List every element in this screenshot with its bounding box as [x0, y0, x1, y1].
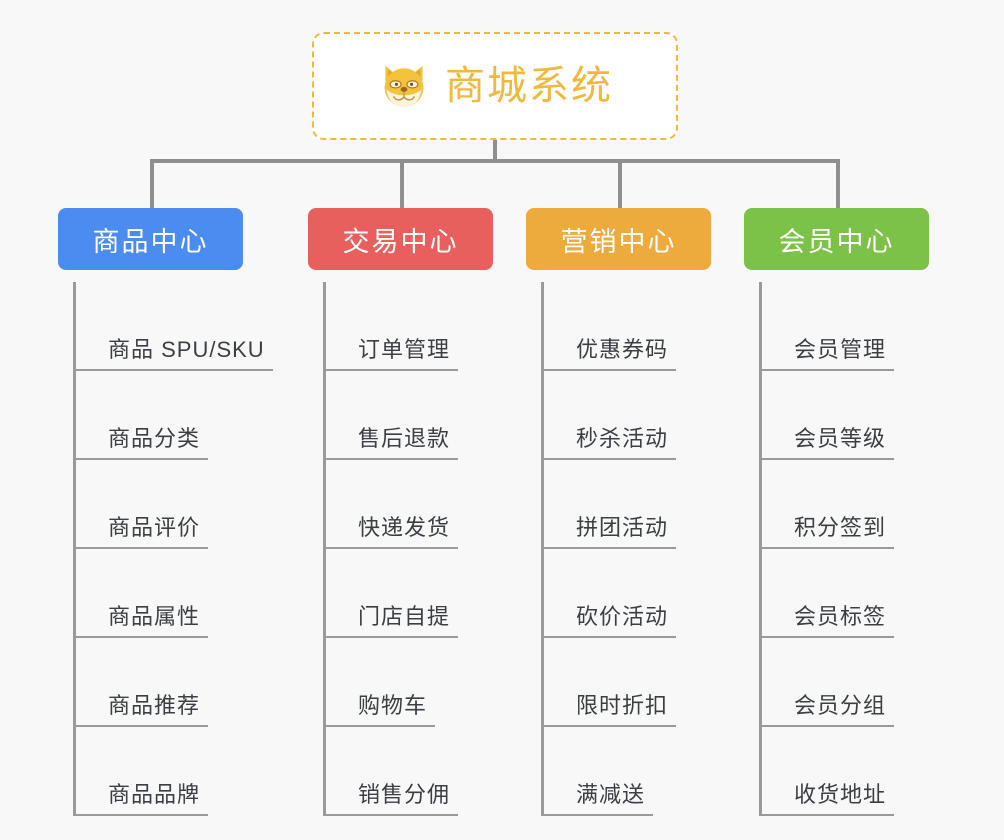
- list-item[interactable]: 会员管理: [762, 282, 929, 371]
- branch-header-product[interactable]: 商品中心: [58, 208, 243, 270]
- leaf-label: 满减送: [544, 782, 654, 816]
- leaf-label: 销售分佣: [326, 782, 459, 816]
- connector-drop-3: [618, 159, 622, 209]
- list-item[interactable]: 商品推荐: [76, 638, 273, 727]
- list-item[interactable]: 会员分组: [762, 638, 929, 727]
- list-item[interactable]: 销售分佣: [326, 727, 493, 816]
- leaf-list-product: 商品 SPU/SKU 商品分类 商品评价 商品属性 商品推荐 商品品牌: [73, 282, 273, 816]
- connector-drop-1: [150, 159, 154, 209]
- leaf-label: 会员标签: [762, 604, 895, 638]
- leaf-label: 收货地址: [762, 782, 895, 816]
- branch-header-marketing[interactable]: 营销中心: [526, 208, 711, 270]
- branch-column-1: 商品中心 商品 SPU/SKU 商品分类 商品评价 商品属性 商品推荐 商品品牌: [58, 208, 273, 816]
- leaf-label: 商品品牌: [76, 782, 209, 816]
- leaf-label: 商品评价: [76, 515, 209, 549]
- leaf-label: 秒杀活动: [544, 426, 677, 460]
- leaf-label: 商品 SPU/SKU: [76, 337, 273, 371]
- connector-drop-2: [400, 159, 404, 209]
- leaf-label: 门店自提: [326, 604, 459, 638]
- list-item[interactable]: 商品分类: [76, 371, 273, 460]
- leaf-label: 商品属性: [76, 604, 209, 638]
- leaf-label: 商品推荐: [76, 693, 209, 727]
- list-item[interactable]: 收货地址: [762, 727, 929, 816]
- leaf-label: 售后退款: [326, 426, 459, 460]
- root-node[interactable]: 商城系统: [312, 32, 678, 140]
- list-item[interactable]: 快递发货: [326, 460, 493, 549]
- connector-horizontal-bus: [150, 159, 840, 163]
- list-item[interactable]: 限时折扣: [544, 638, 711, 727]
- list-item[interactable]: 售后退款: [326, 371, 493, 460]
- list-item[interactable]: 砍价活动: [544, 549, 711, 638]
- leaf-label: 商品分类: [76, 426, 209, 460]
- list-item[interactable]: 商品品牌: [76, 727, 273, 816]
- list-item[interactable]: 商品属性: [76, 549, 273, 638]
- leaf-label: 拼团活动: [544, 515, 677, 549]
- shiba-dog-face-icon: [377, 59, 431, 113]
- list-item[interactable]: 门店自提: [326, 549, 493, 638]
- list-item[interactable]: 拼团活动: [544, 460, 711, 549]
- connector-drop-4: [836, 159, 840, 209]
- leaf-label: 积分签到: [762, 515, 895, 549]
- branch-column-2: 交易中心 订单管理 售后退款 快递发货 门店自提 购物车 销售分佣: [308, 208, 493, 816]
- list-item[interactable]: 订单管理: [326, 282, 493, 371]
- connector-root-stem: [493, 140, 497, 162]
- leaf-label: 会员管理: [762, 337, 895, 371]
- list-item[interactable]: 秒杀活动: [544, 371, 711, 460]
- leaf-label: 会员分组: [762, 693, 895, 727]
- list-item[interactable]: 商品 SPU/SKU: [76, 282, 273, 371]
- leaf-label: 购物车: [326, 693, 436, 727]
- list-item[interactable]: 会员标签: [762, 549, 929, 638]
- leaf-label: 订单管理: [326, 337, 459, 371]
- branch-column-3: 营销中心 优惠券码 秒杀活动 拼团活动 砍价活动 限时折扣 满减送: [526, 208, 711, 816]
- leaf-list-trade: 订单管理 售后退款 快递发货 门店自提 购物车 销售分佣: [323, 282, 493, 816]
- leaf-label: 会员等级: [762, 426, 895, 460]
- list-item[interactable]: 购物车: [326, 638, 493, 727]
- list-item[interactable]: 优惠券码: [544, 282, 711, 371]
- leaf-label: 快递发货: [326, 515, 459, 549]
- leaf-list-member: 会员管理 会员等级 积分签到 会员标签 会员分组 收货地址: [759, 282, 929, 816]
- list-item[interactable]: 会员等级: [762, 371, 929, 460]
- list-item[interactable]: 满减送: [544, 727, 711, 816]
- list-item[interactable]: 商品评价: [76, 460, 273, 549]
- branch-column-4: 会员中心 会员管理 会员等级 积分签到 会员标签 会员分组 收货地址: [744, 208, 929, 816]
- root-title: 商城系统: [445, 64, 613, 108]
- leaf-label: 砍价活动: [544, 604, 677, 638]
- leaf-label: 优惠券码: [544, 337, 677, 371]
- list-item[interactable]: 积分签到: [762, 460, 929, 549]
- leaf-label: 限时折扣: [544, 693, 677, 727]
- leaf-list-marketing: 优惠券码 秒杀活动 拼团活动 砍价活动 限时折扣 满减送: [541, 282, 711, 816]
- branch-header-trade[interactable]: 交易中心: [308, 208, 493, 270]
- branch-header-member[interactable]: 会员中心: [744, 208, 929, 270]
